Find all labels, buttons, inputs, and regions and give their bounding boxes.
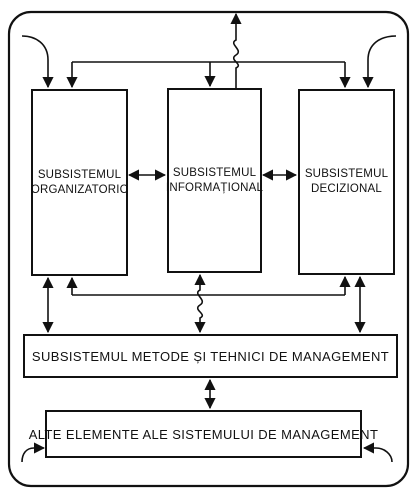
right-top-curve-arrow xyxy=(362,35,397,89)
subsystem-organizatoric-label: SUBSISTEMUL ORGANIZATORIC xyxy=(30,168,129,196)
right-bottom-curve-arrow xyxy=(362,442,393,463)
subsystem-informational-label: SUBSISTEMUL INFORMAȚIONAL xyxy=(165,166,264,194)
subsystem-organizatoric-box: SUBSISTEMUL ORGANIZATORIC xyxy=(31,89,128,276)
environment-entry-line xyxy=(230,12,242,88)
other-elements-box: ALTE ELEMENTE ALE SISTEMULUI DE MANAGEME… xyxy=(29,410,378,458)
other-elements-label: ALTE ELEMENTE ALE SISTEMULUI DE MANAGEME… xyxy=(28,426,379,442)
subsystem-informational-box: SUBSISTEMUL INFORMAȚIONAL xyxy=(165,88,264,273)
outer-system-frame xyxy=(7,10,410,488)
left-bottom-curve-arrow xyxy=(21,442,46,463)
informational-wavy-link xyxy=(194,273,206,334)
subsystem-decizional-label: SUBSISTEMUL DECIZIONAL xyxy=(304,168,389,195)
subsystem-metode-label: SUBSISTEMUL METODE ȘI TEHNICI DE MANAGEM… xyxy=(31,348,390,364)
subsystem-decizional-box: SUBSISTEMUL DECIZIONAL xyxy=(298,89,395,275)
subsystem-metode-box: SUBSISTEMUL METODE ȘI TEHNICI DE MANAGEM… xyxy=(23,334,398,378)
left-top-curve-arrow xyxy=(21,35,54,89)
